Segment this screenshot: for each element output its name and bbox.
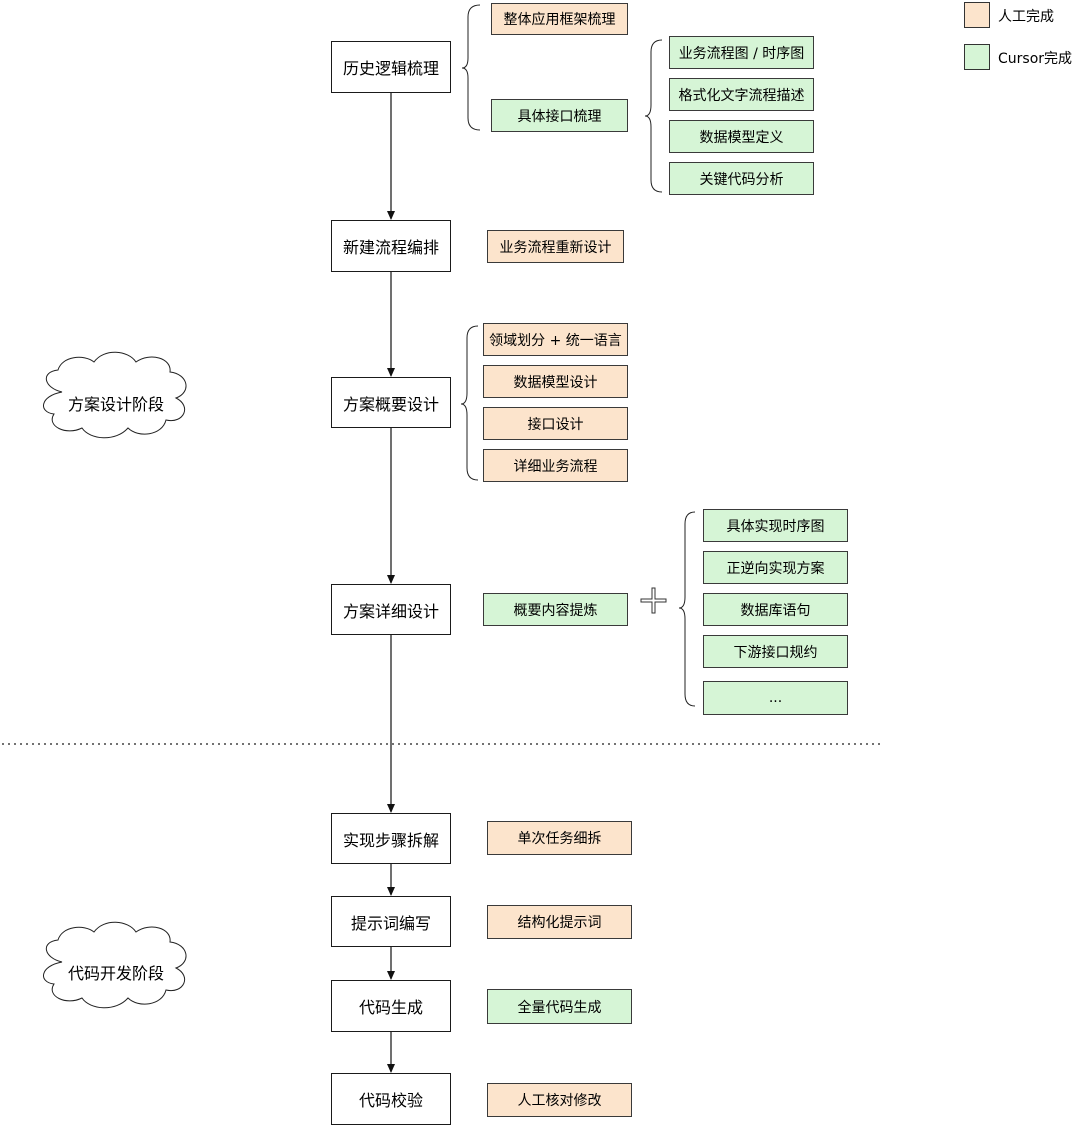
task-downstream-spec: 下游接口规约: [703, 635, 848, 668]
brace-step1-sub: [644, 39, 663, 193]
task-text-flow: 格式化文字流程描述: [669, 78, 814, 111]
legend-label-manual: 人工完成: [998, 9, 1054, 25]
step-history-logic: 历史逻辑梳理: [331, 41, 451, 93]
task-data-model: 数据模型定义: [669, 120, 814, 153]
phase-label-design: 方案设计阶段: [67, 395, 165, 414]
plus-icon: [640, 587, 667, 614]
task-full-codegen: 全量代码生成: [487, 989, 632, 1024]
brace-step1: [461, 4, 481, 131]
task-interface-design: 接口设计: [483, 407, 628, 440]
task-manual-review: 人工核对修改: [487, 1083, 632, 1117]
task-db-statements: 数据库语句: [703, 593, 848, 626]
step-task-breakdown: 实现步骤拆解: [331, 813, 451, 864]
step-outline-design: 方案概要设计: [331, 377, 451, 428]
step-code-check: 代码校验: [331, 1073, 451, 1125]
task-more: ...: [703, 681, 848, 715]
task-domain-split: 领域划分 + 统一语言: [483, 323, 628, 356]
task-app-framework: 整体应用框架梳理: [491, 3, 628, 35]
task-single-breakdown: 单次任务细拆: [487, 821, 632, 855]
step-code-gen: 代码生成: [331, 980, 451, 1032]
legend-swatch-manual: [964, 2, 990, 28]
legend-swatch-cursor: [964, 44, 990, 70]
task-forward-reverse: 正逆向实现方案: [703, 551, 848, 584]
task-data-model-design: 数据模型设计: [483, 365, 628, 398]
task-flow-chart: 业务流程图 / 时序图: [669, 36, 814, 69]
task-seq-diagram: 具体实现时序图: [703, 509, 848, 542]
task-outline-extract: 概要内容提炼: [483, 593, 628, 626]
step-prompt-writing: 提示词编写: [331, 896, 451, 947]
task-structured-prompt: 结构化提示词: [487, 905, 632, 939]
step-detail-design: 方案详细设计: [331, 584, 451, 635]
step-new-flow: 新建流程编排: [331, 220, 451, 272]
brace-step3: [460, 325, 479, 481]
legend-label-cursor: Cursor完成: [998, 51, 1073, 67]
brace-step4-sub: [678, 511, 696, 707]
phase-label-dev: 代码开发阶段: [67, 964, 165, 983]
task-interface-review: 具体接口梳理: [491, 99, 628, 132]
task-flow-redesign: 业务流程重新设计: [487, 230, 624, 263]
task-detail-flow: 详细业务流程: [483, 449, 628, 482]
task-key-code: 关键代码分析: [669, 162, 814, 195]
